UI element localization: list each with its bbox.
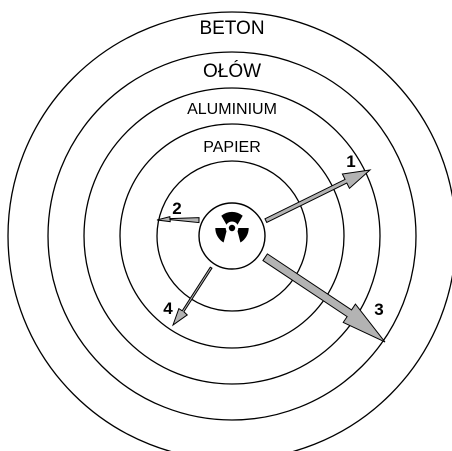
- radiation-icon: [215, 211, 249, 243]
- ring-aluminium: [83, 87, 381, 385]
- arrow-label-3: 3: [374, 300, 383, 319]
- arrow-1: [264, 169, 372, 224]
- ring-olow: [47, 51, 417, 421]
- arrow-2: [156, 216, 200, 224]
- ring-inner: [156, 160, 308, 312]
- radiation-source: [198, 202, 266, 270]
- label-aluminium: ALUMINIUM: [187, 101, 277, 118]
- arrow-label-4: 4: [163, 299, 173, 318]
- arrow-label-2: 2: [172, 199, 181, 218]
- arrow-3: [262, 253, 386, 343]
- label-papier: PAPIER: [203, 139, 261, 156]
- label-beton: BETON: [199, 18, 264, 39]
- arrow-label-1: 1: [346, 152, 355, 171]
- label-olow: OŁÓW: [203, 60, 261, 82]
- ring-beton: [7, 11, 452, 451]
- arrow-4: [171, 266, 213, 327]
- ring-papier: [119, 123, 345, 349]
